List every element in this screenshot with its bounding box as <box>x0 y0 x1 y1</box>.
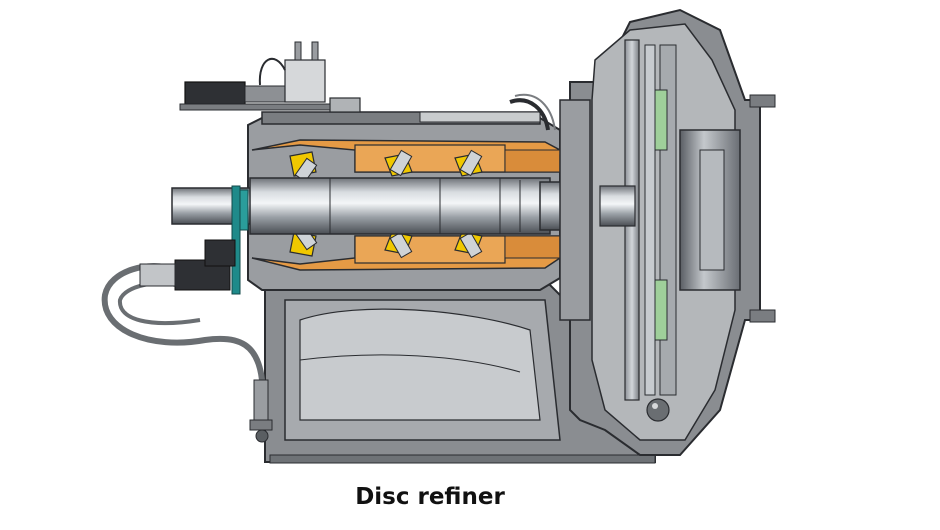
disc-hub <box>679 129 741 291</box>
shaft-end <box>599 185 636 227</box>
inlet-pipe <box>509 93 556 131</box>
drain-ball <box>646 398 670 422</box>
hydraulic-lines <box>101 239 273 443</box>
figure-caption: Disc refiner <box>355 484 505 510</box>
bearings <box>289 149 483 259</box>
refining-discs <box>624 39 677 401</box>
top-instrument-block <box>179 41 331 111</box>
figure-caption-container: Disc refiner <box>0 472 940 522</box>
disc-refiner-illustration <box>101 8 776 464</box>
base-frame <box>264 268 656 464</box>
disc-refiner-diagram <box>101 8 776 464</box>
